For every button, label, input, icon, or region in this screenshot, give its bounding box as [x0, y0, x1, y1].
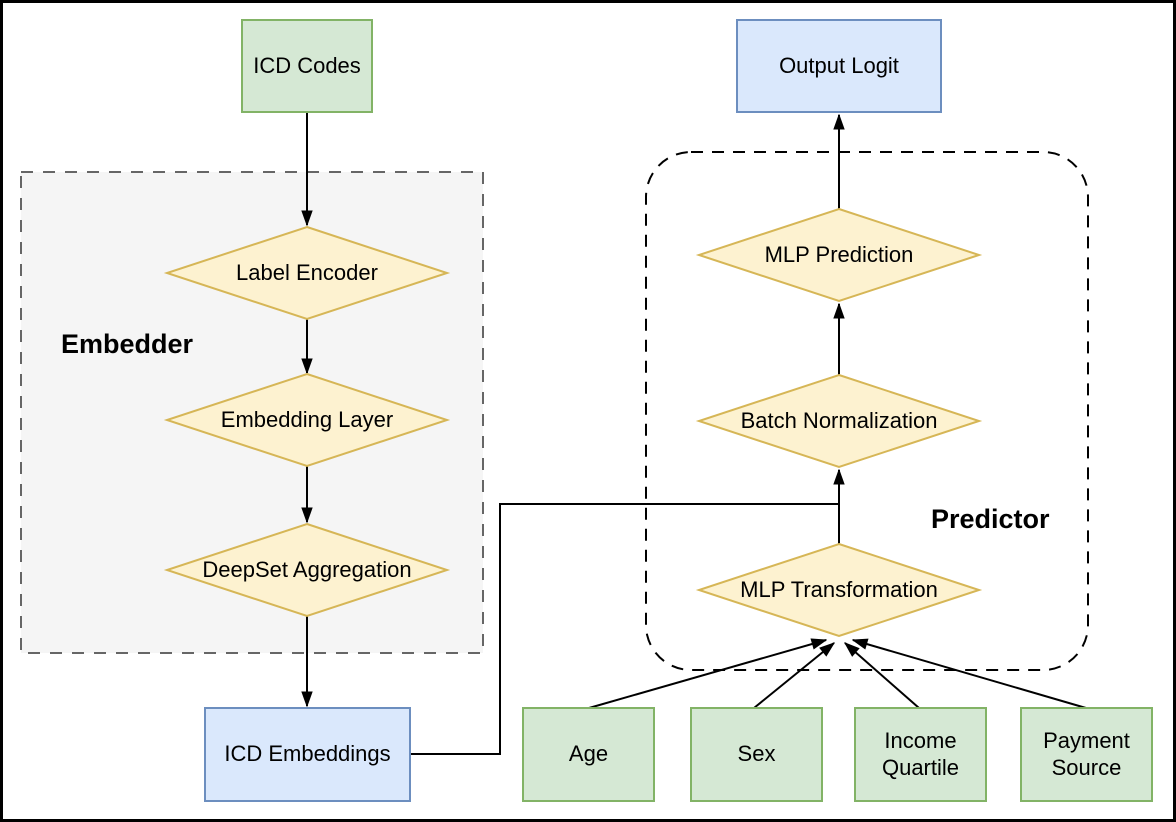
sex-box: [690, 707, 823, 802]
output-logit-box: [736, 19, 942, 113]
mlp-transformation-diamond: [695, 542, 983, 638]
predictor-group-box: [645, 151, 1089, 671]
connector-payment-source-to-mlp-transformation: [853, 640, 1087, 709]
connector-icd-embeddings-to-predictor: [410, 503, 839, 755]
payment-source-box: [1020, 707, 1153, 802]
batch-normalization-diamond: [695, 373, 983, 469]
icd-codes-box: [241, 19, 373, 113]
deepset-aggregation-diamond: [163, 522, 451, 618]
label-encoder-diamond: [163, 225, 451, 321]
income-quartile-box: [854, 707, 987, 802]
connector-age-to-mlp-transformation: [588, 640, 826, 709]
icd-embeddings-box: [204, 707, 411, 802]
age-box: [522, 707, 655, 802]
connector-income-quartile-to-mlp-transformation: [845, 643, 920, 709]
connector-sex-to-mlp-transformation: [753, 643, 834, 709]
embedding-layer-diamond: [163, 372, 451, 468]
mlp-prediction-diamond: [695, 207, 983, 303]
